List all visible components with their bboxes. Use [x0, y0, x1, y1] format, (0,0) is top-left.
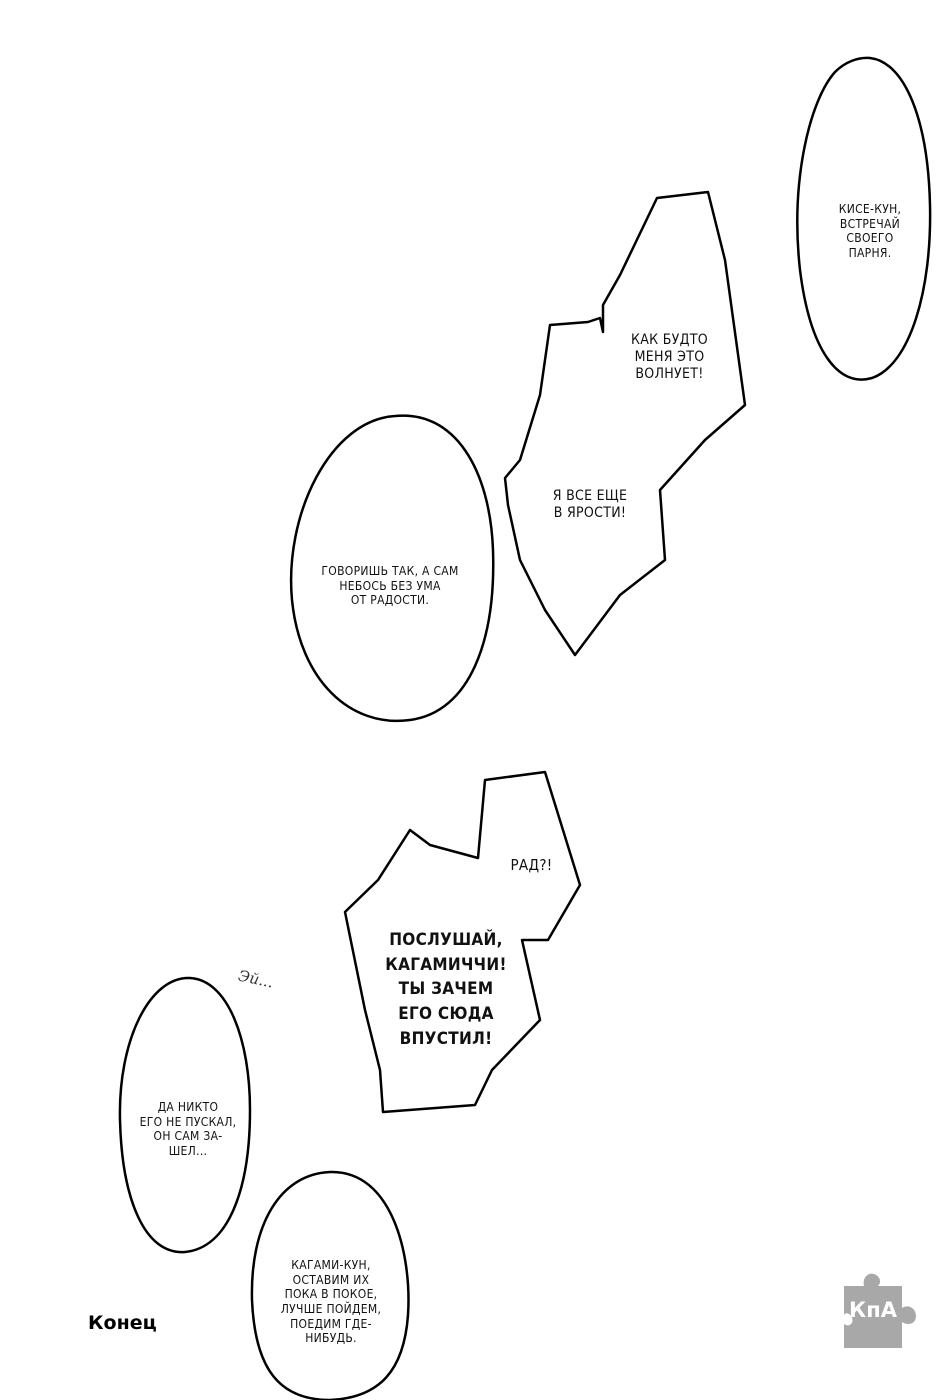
- bubble-kise-kun: [796, 56, 932, 381]
- text-nobody: Да никто его не пускал, он сам за- шел..…: [139, 1100, 237, 1158]
- text-kagami-kun: Кагами-кун, оставим их пока в покое, луч…: [280, 1258, 382, 1346]
- logo-text: КпА: [849, 1298, 897, 1322]
- end-label: Конец: [88, 1312, 157, 1334]
- text-worries: Как будто меня это волнует!: [631, 332, 708, 383]
- text-you-say: Говоришь так, а сам небось без ума от ра…: [321, 564, 459, 608]
- text-glad: Рад?!: [510, 856, 553, 874]
- bubble-kagami-kun: [250, 1170, 410, 1400]
- bubble-glad-listen: [343, 770, 582, 1114]
- puzzle-logo-icon: КпА: [838, 1272, 918, 1352]
- bubble-you-say: [289, 414, 495, 723]
- text-listen: Послушай, Кагамиччи! Ты зачем его сюда в…: [385, 930, 507, 1049]
- bubble-worries-furious: [503, 190, 747, 657]
- text-kise-kun: Кисе-кун, встречай своего парня.: [838, 202, 902, 260]
- puzzle-piece-icon: [844, 1273, 916, 1348]
- bubble-nobody: [118, 976, 252, 1254]
- text-furious: Я все еще в ярости!: [552, 488, 628, 522]
